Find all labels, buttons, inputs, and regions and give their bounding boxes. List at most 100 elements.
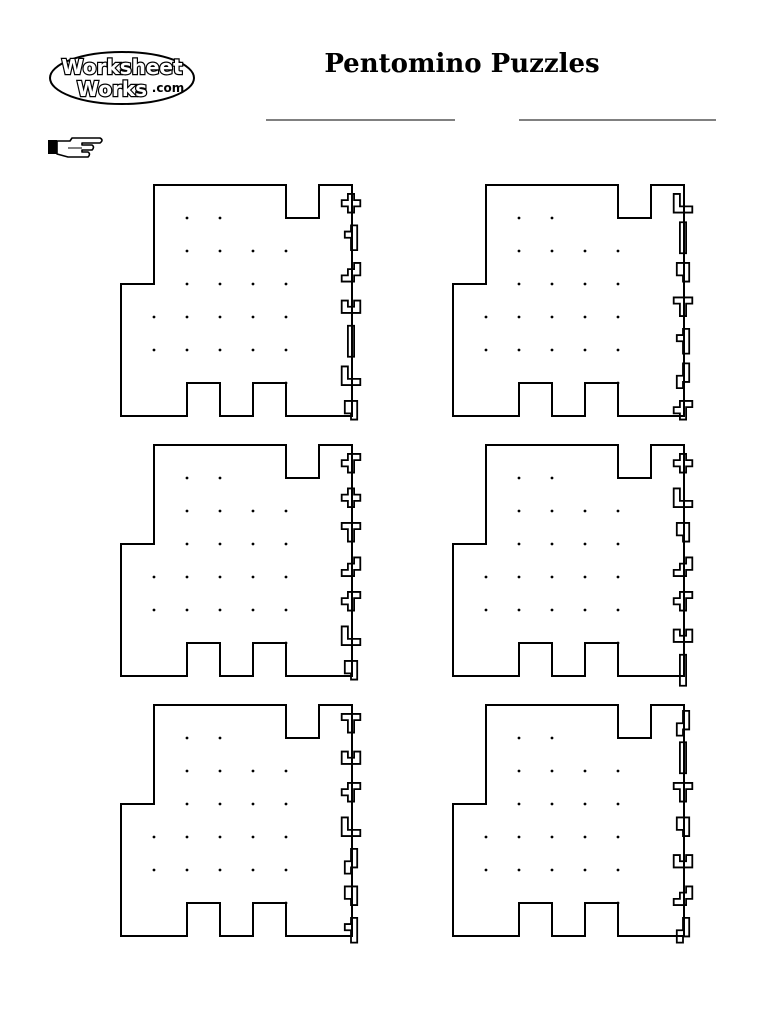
pentomino-piece-f[interactable] <box>340 591 362 612</box>
grid-dot <box>550 608 554 612</box>
puzzle-5 <box>120 704 362 944</box>
pentomino-piece-t[interactable] <box>672 782 694 803</box>
grid-dot <box>583 802 587 806</box>
pentomino-piece-i[interactable] <box>679 221 688 255</box>
pentomino-piece-y[interactable] <box>343 916 359 944</box>
grid-dot <box>583 315 587 319</box>
grid-dot <box>251 868 255 872</box>
pentomino-piece-x[interactable] <box>340 193 362 214</box>
pentomino-piece-f[interactable] <box>340 453 362 474</box>
grid-dot <box>484 315 488 319</box>
grid-dot <box>284 901 288 905</box>
grid-dot <box>185 769 189 773</box>
puzzle-2 <box>452 184 694 421</box>
puzzle-board[interactable] <box>120 444 353 677</box>
grid-dot <box>152 608 156 612</box>
pentomino-piece-p[interactable] <box>343 660 359 681</box>
grid-dot <box>484 575 488 579</box>
pentomino-piece-f[interactable] <box>672 591 694 612</box>
pentomino-piece-f[interactable] <box>340 782 362 803</box>
pentomino-piece-i[interactable] <box>679 741 688 775</box>
grid-dot <box>517 575 521 579</box>
grid-dot <box>251 509 255 513</box>
pentomino-piece-i[interactable] <box>346 324 355 358</box>
pentomino-piece-w[interactable] <box>672 885 694 906</box>
grid-dot <box>284 575 288 579</box>
grid-dot <box>583 575 587 579</box>
logo-line1: Worksheet <box>61 55 183 79</box>
puzzle-board[interactable] <box>452 184 685 417</box>
puzzle-6 <box>452 704 694 944</box>
grid-dot <box>616 802 620 806</box>
grid-dot <box>484 608 488 612</box>
grid-dot <box>185 835 189 839</box>
puzzle-1 <box>120 184 362 421</box>
puzzle-board[interactable] <box>452 704 685 937</box>
grid-dot <box>185 249 189 253</box>
pentomino-piece-y[interactable] <box>675 327 691 355</box>
pentomino-piece-t[interactable] <box>340 713 362 734</box>
grid-dot <box>284 315 288 319</box>
grid-dot <box>616 249 620 253</box>
grid-dot <box>185 542 189 546</box>
pentomino-piece-u[interactable] <box>340 750 362 765</box>
pentomino-piece-f[interactable] <box>672 400 694 421</box>
grid-dot <box>517 802 521 806</box>
pentomino-piece-p[interactable] <box>675 522 691 543</box>
grid-dot <box>185 736 189 740</box>
grid-dot <box>218 216 222 220</box>
pentomino-piece-x[interactable] <box>340 487 362 508</box>
grid-dot <box>616 348 620 352</box>
grid-dot <box>550 736 554 740</box>
grid-dot <box>251 835 255 839</box>
pentomino-piece-p[interactable] <box>343 885 359 906</box>
pentomino-piece-l[interactable] <box>340 625 362 646</box>
grid-dot <box>550 249 554 253</box>
pentomino-piece-t[interactable] <box>672 296 694 317</box>
pentomino-piece-y[interactable] <box>343 224 359 252</box>
grid-dot <box>185 315 189 319</box>
pentomino-piece-w[interactable] <box>340 556 362 577</box>
puzzles-area <box>120 184 694 944</box>
grid-dot <box>550 802 554 806</box>
puzzle-board[interactable] <box>452 444 685 677</box>
pentomino-piece-p[interactable] <box>675 816 691 837</box>
pentomino-piece-p[interactable] <box>343 400 359 421</box>
grid-dot <box>152 868 156 872</box>
grid-dot <box>218 575 222 579</box>
puzzle-board[interactable] <box>120 704 353 937</box>
grid-dot <box>251 575 255 579</box>
pentomino-piece-t[interactable] <box>340 522 362 543</box>
grid-dot <box>251 348 255 352</box>
grid-dot <box>550 835 554 839</box>
pentomino-piece-i[interactable] <box>679 653 688 687</box>
pentomino-piece-n[interactable] <box>675 709 691 737</box>
pentomino-piece-x[interactable] <box>672 453 694 474</box>
pentomino-piece-w[interactable] <box>340 262 362 283</box>
pentomino-piece-l[interactable] <box>340 816 362 837</box>
pentomino-piece-p[interactable] <box>675 262 691 283</box>
grid-dot <box>550 542 554 546</box>
pentomino-piece-u[interactable] <box>672 628 694 643</box>
pentomino-piece-l[interactable] <box>672 193 694 214</box>
page-title: Pentomino Puzzles <box>324 49 599 79</box>
grid-dot <box>284 348 288 352</box>
pentomino-piece-n[interactable] <box>675 362 691 390</box>
puzzle-board[interactable] <box>120 184 353 417</box>
pentomino-piece-u[interactable] <box>672 854 694 869</box>
grid-dot <box>251 282 255 286</box>
pentomino-piece-u[interactable] <box>340 299 362 314</box>
pentomino-piece-n[interactable] <box>675 916 691 944</box>
grid-dot <box>218 868 222 872</box>
grid-dot <box>517 835 521 839</box>
pentomino-piece-l[interactable] <box>340 365 362 386</box>
pentomino-piece-w[interactable] <box>672 556 694 577</box>
grid-dot <box>185 348 189 352</box>
grid-dot <box>583 542 587 546</box>
grid-dot <box>583 769 587 773</box>
pentomino-piece-l[interactable] <box>672 487 694 508</box>
grid-dot <box>517 542 521 546</box>
pentomino-piece-n[interactable] <box>343 847 359 875</box>
grid-dot <box>517 769 521 773</box>
